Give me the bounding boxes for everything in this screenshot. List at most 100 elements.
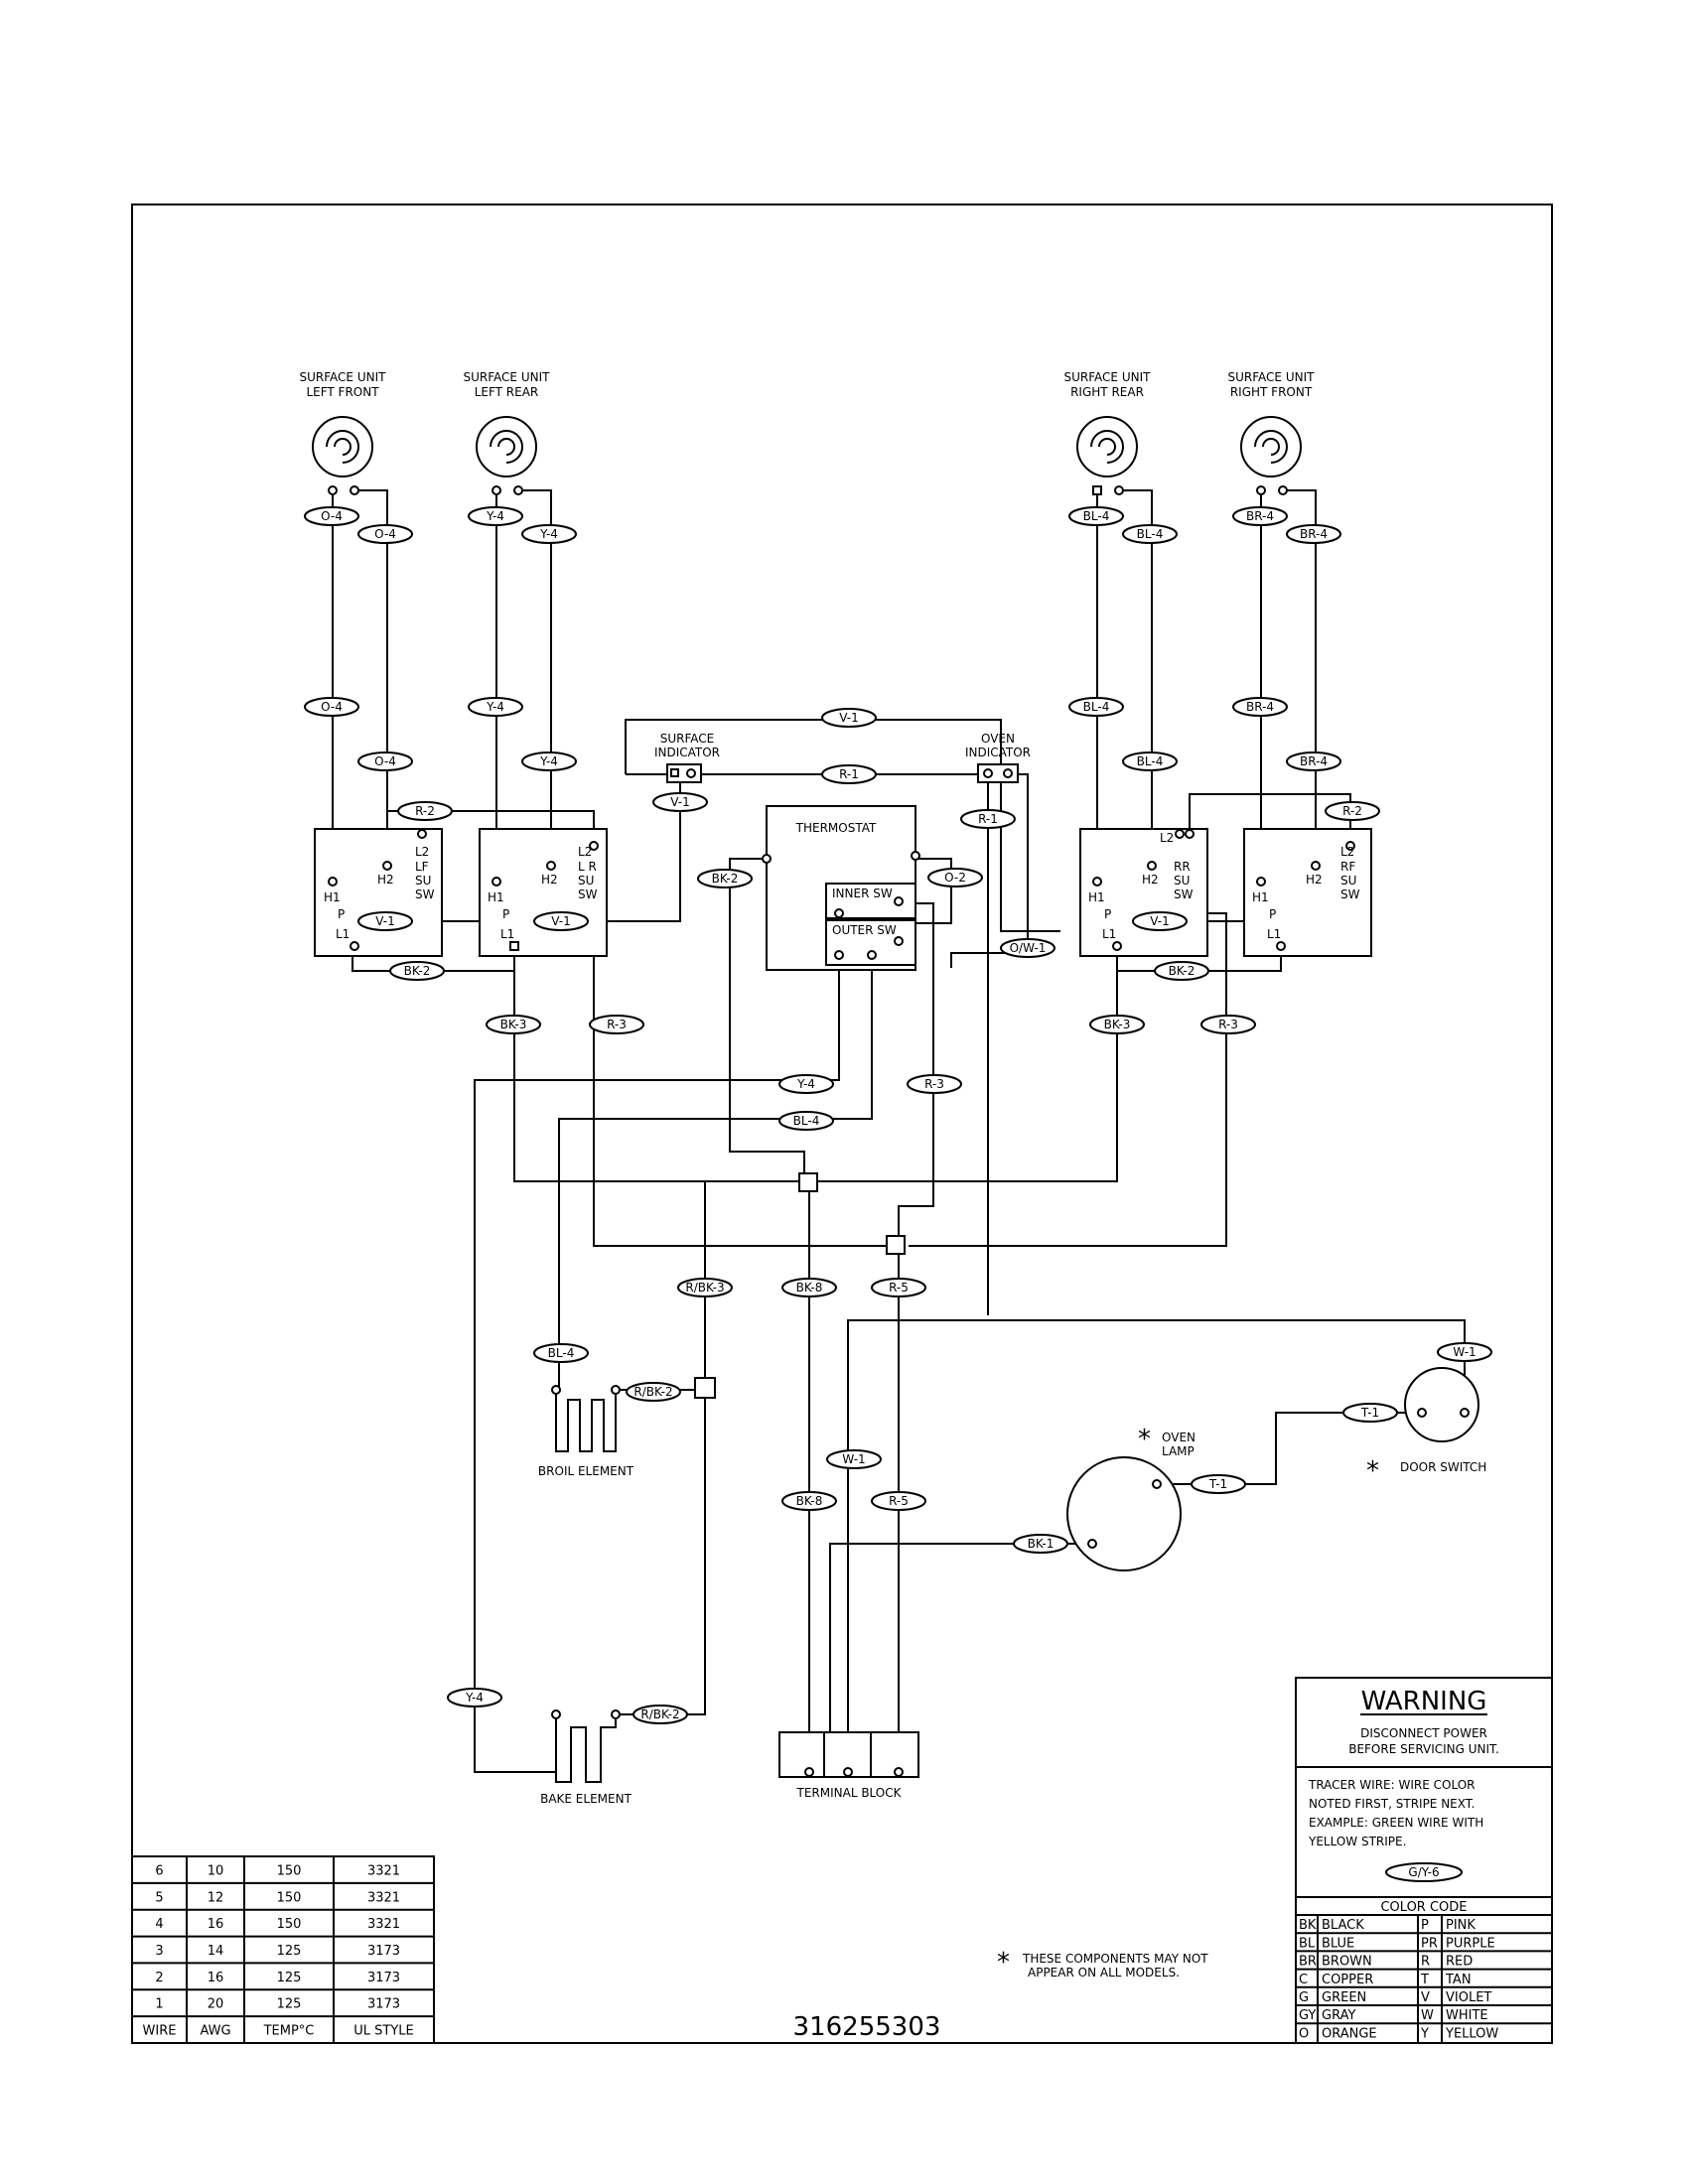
wires <box>332 489 1466 1773</box>
svg-text:V-1: V-1 <box>1150 914 1169 928</box>
wire-table-cell: 6 <box>155 1863 163 1878</box>
terminal-block-label: TERMINAL BLOCK <box>795 1786 902 1800</box>
color-code-cell: BR <box>1299 1955 1317 1970</box>
wire-tag-bk3: BK-3 <box>1089 1015 1145 1034</box>
wire-tag-rbk2: R/BK-2 <box>633 1705 688 1724</box>
oven-lamp-label-1: OVEN <box>1162 1431 1196 1444</box>
svg-text:BK-3: BK-3 <box>1104 1018 1131 1031</box>
svg-text:BL-4: BL-4 <box>548 1346 575 1360</box>
wire-table-cell: 20 <box>208 1997 224 2012</box>
l1-label: L1 <box>336 927 350 941</box>
wire-table-cell: 3173 <box>367 1997 400 2012</box>
wire-tag-o2: O-2 <box>927 868 983 887</box>
color-code-cell: W <box>1421 2008 1434 2023</box>
svg-text:BL-4: BL-4 <box>1083 700 1110 714</box>
svg-text:R-2: R-2 <box>1342 804 1362 818</box>
p-label: P <box>502 907 509 921</box>
rf-sw-rf: RF <box>1340 860 1355 874</box>
color-code-cell: PURPLE <box>1446 1936 1495 1951</box>
door-switch: * DOOR SWITCH <box>1366 1367 1486 1486</box>
surface-unit-lr: SURFACE UNIT LEFT REAR <box>464 370 551 495</box>
inner-sw-label: INNER SW <box>832 887 893 900</box>
svg-text:V-1: V-1 <box>375 914 394 928</box>
junction-1 <box>798 1172 818 1192</box>
surface-indicator: SURFACE INDICATOR <box>654 732 720 783</box>
svg-text:R-5: R-5 <box>889 1494 909 1508</box>
svg-text:BK-1: BK-1 <box>1028 1537 1055 1551</box>
svg-text:R-5: R-5 <box>889 1281 909 1295</box>
svg-text:V-1: V-1 <box>839 711 858 725</box>
wire-table-cell: 4 <box>155 1917 163 1932</box>
svg-text:BK-3: BK-3 <box>500 1018 527 1031</box>
h1-label: H1 <box>324 890 341 904</box>
surface-unit-lf: SURFACE UNIT LEFT FRONT <box>300 370 386 495</box>
switch-icon <box>1404 1367 1479 1442</box>
color-code-title: COLOR CODE <box>1380 1900 1467 1915</box>
color-code-cell: RED <box>1446 1955 1473 1970</box>
wire-tag-v1: V-1 <box>1132 911 1188 931</box>
warning-box: WARNING DISCONNECT POWER BEFORE SERVICIN… <box>1295 1677 1553 2044</box>
wire-tag-y4: Y-4 <box>521 524 577 544</box>
svg-text:BR-4: BR-4 <box>1300 754 1328 768</box>
h1-label: H1 <box>1088 890 1105 904</box>
wire-tag-y4: Y-4 <box>468 697 523 717</box>
svg-text:BR-4: BR-4 <box>1246 509 1274 523</box>
svg-text:R-3: R-3 <box>607 1018 627 1031</box>
color-code-cell: Y <box>1420 2026 1429 2041</box>
rf-title-2: RIGHT FRONT <box>1230 385 1313 399</box>
wire-tag-o4: O-4 <box>304 697 359 717</box>
wire-table-cell: 150 <box>277 1863 302 1878</box>
wire-tag-bl4: BL-4 <box>533 1343 589 1363</box>
rr-sw-rr: RR <box>1174 860 1191 874</box>
tracer-line-3: EXAMPLE: GREEN WIRE WITH <box>1309 1816 1483 1830</box>
tracer-line-4: YELLOW STRIPE. <box>1308 1835 1406 1848</box>
svg-text:Y-4: Y-4 <box>539 527 558 541</box>
color-code-cell: PINK <box>1446 1918 1476 1933</box>
rr-sw-su: SU <box>1174 874 1190 887</box>
wire-tag-r1: R-1 <box>960 809 1016 829</box>
wire-table-cell: 2 <box>155 1971 163 1985</box>
svg-text:Y-4: Y-4 <box>796 1077 815 1091</box>
svg-text:Y-4: Y-4 <box>539 754 558 768</box>
l1-label: L1 <box>500 927 514 941</box>
wire-table-cell: 1 <box>155 1997 163 2012</box>
lr-title-1: SURFACE UNIT <box>464 370 551 384</box>
coil-icon <box>1240 416 1302 478</box>
svg-text:BL-4: BL-4 <box>793 1114 820 1128</box>
wire-tag-bl4: BL-4 <box>1122 751 1178 771</box>
color-code-cell: PR <box>1421 1936 1438 1951</box>
color-code-cell: TAN <box>1445 1973 1472 1987</box>
svg-text:Y-4: Y-4 <box>486 700 504 714</box>
wire-table-cell: 10 <box>208 1863 224 1878</box>
color-code-cell: YELLOW <box>1445 2026 1498 2041</box>
p-label: P <box>338 907 345 921</box>
surface-indicator-label-1: SURFACE <box>660 732 715 746</box>
oven-indicator-label-2: INDICATOR <box>965 746 1031 759</box>
wire-table-cell: 16 <box>208 1971 224 1985</box>
wire-table-cell: 3321 <box>367 1863 400 1878</box>
svg-text:T-1: T-1 <box>1360 1406 1379 1420</box>
wire-table-cell: 3173 <box>367 1944 400 1959</box>
svg-text:V-1: V-1 <box>670 795 689 809</box>
color-code-cell: GRAY <box>1322 2008 1355 2023</box>
surface-unit-rf: SURFACE UNIT RIGHT FRONT <box>1228 370 1315 495</box>
wire-tag-bk2: BK-2 <box>697 869 753 888</box>
rf-sw-sw: SW <box>1340 887 1360 901</box>
lr-sw-sw: SW <box>578 887 598 901</box>
h2-label: H2 <box>1142 873 1159 887</box>
wire-tag-o4: O-4 <box>357 524 413 544</box>
wire-tag-r5: R-5 <box>871 1491 926 1511</box>
asterisk-icon: * <box>997 1948 1010 1978</box>
h2-label: H2 <box>1306 873 1323 887</box>
svg-text:R-2: R-2 <box>415 804 435 818</box>
wire-table-cell: 16 <box>208 1917 224 1932</box>
p-label: P <box>1104 907 1111 921</box>
oven-indicator-label-1: OVEN <box>981 732 1015 746</box>
wire-tag-br4: BR-4 <box>1286 751 1341 771</box>
wire-tag-r3: R-3 <box>907 1074 962 1094</box>
svg-text:O-2: O-2 <box>944 871 966 885</box>
color-code-cell: C <box>1299 1973 1308 1987</box>
p-label: P <box>1269 907 1276 921</box>
